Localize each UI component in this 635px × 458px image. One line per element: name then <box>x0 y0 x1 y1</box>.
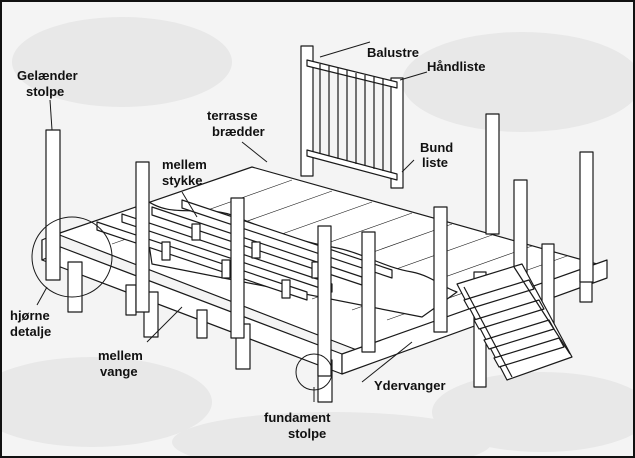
label-ydervanger: Ydervanger <box>374 378 446 393</box>
label-balustre: Balustre <box>367 45 419 60</box>
label-fundament-1: fundament <box>264 410 331 425</box>
label-haandliste: Håndliste <box>427 59 486 74</box>
label-hjoerne-2: detalje <box>10 324 51 339</box>
label-bund-2: liste <box>422 155 448 170</box>
label-fundament-2: stolpe <box>288 426 326 441</box>
label-mellem-vange-2: vange <box>100 364 138 379</box>
railing-posts <box>45 113 594 388</box>
leader-lines <box>36 41 428 402</box>
cloud-background <box>2 17 633 456</box>
blocking-pieces <box>161 223 321 299</box>
bottom-rail <box>306 149 398 181</box>
label-bund-1: Bund <box>420 140 453 155</box>
label-mellem-stykke-1: mellem <box>162 157 207 172</box>
labels: Balustre Håndliste Gelænder stolpe terra… <box>10 45 486 441</box>
label-mellem-stykke-2: stykke <box>162 173 202 188</box>
label-gelaender-2: stolpe <box>26 84 64 99</box>
label-gelaender-1: Gelænder <box>17 68 78 83</box>
staircase <box>456 263 573 381</box>
corner-detail-circle <box>31 216 113 298</box>
label-mellem-vange-1: mellem <box>98 348 143 363</box>
label-terrasse-2: brædder <box>212 124 265 139</box>
label-terrasse-1: terrasse <box>207 108 258 123</box>
label-hjoerne-1: hjørne <box>10 308 50 323</box>
balustrade-section <box>300 45 404 189</box>
